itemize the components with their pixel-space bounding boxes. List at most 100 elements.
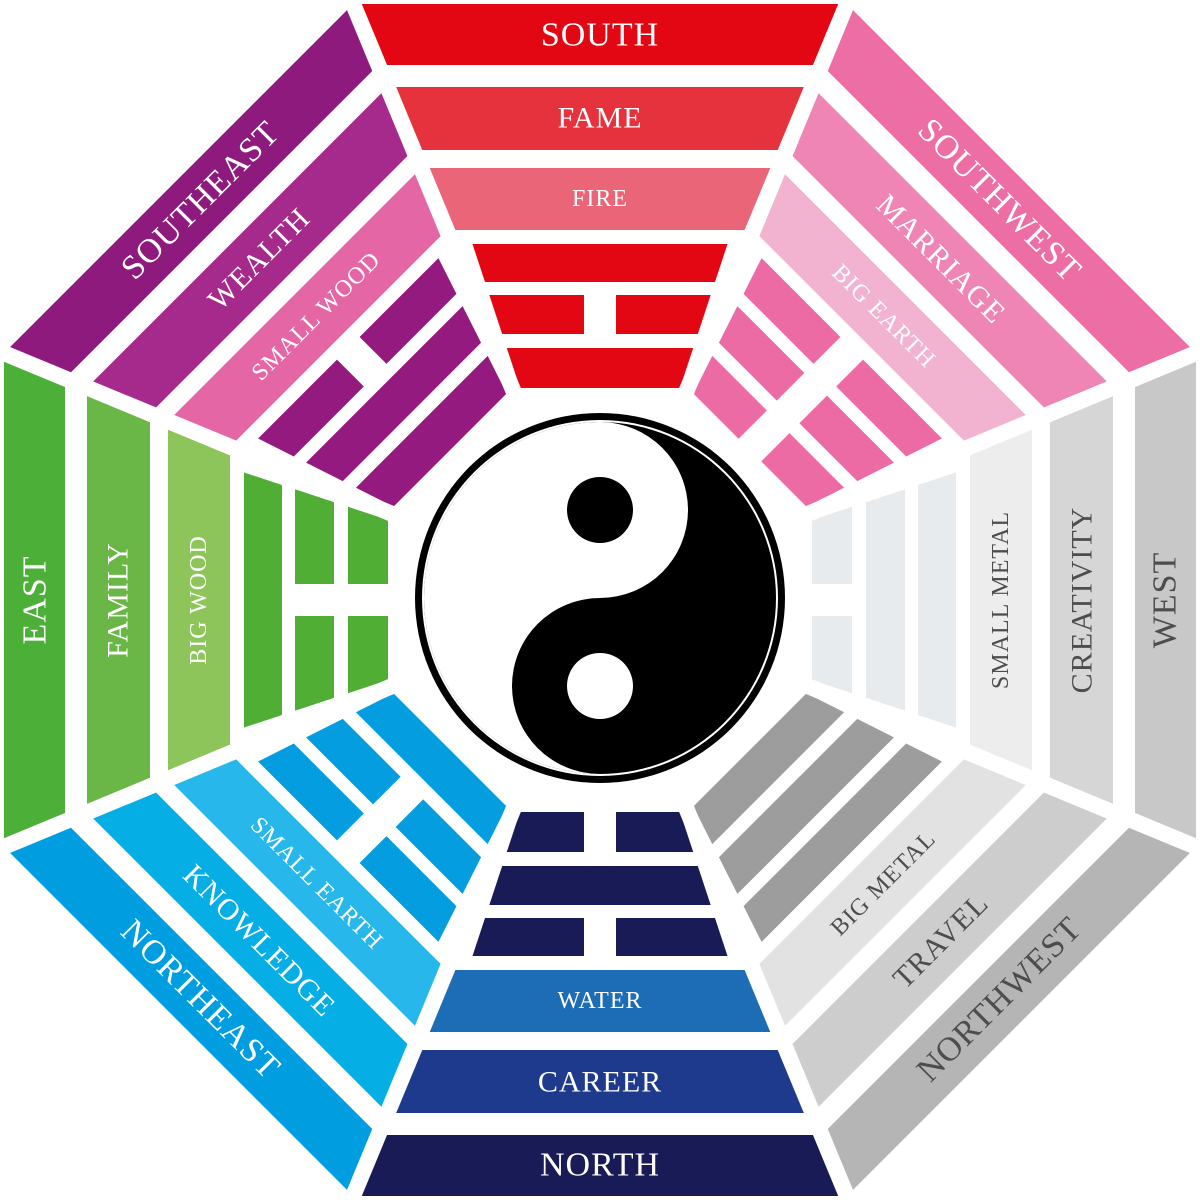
element-band-northeast xyxy=(168,753,447,1032)
yin-dot xyxy=(567,477,633,543)
trigram-line-broken-left xyxy=(743,258,841,364)
sector-divider xyxy=(342,772,535,1200)
element-band-south xyxy=(421,168,779,230)
trigram-line-broken-right xyxy=(799,395,894,482)
trigram-line-broken-right xyxy=(258,743,364,841)
trigram-line-solid xyxy=(718,718,894,894)
band-separator xyxy=(65,65,1135,1135)
trigram-line-broken-right xyxy=(506,812,584,852)
trigram-north xyxy=(472,812,728,956)
sector-divider xyxy=(665,772,858,1200)
trigram-line-broken-left xyxy=(718,306,805,401)
element-band-northwest xyxy=(753,753,1032,1032)
trigram-northeast xyxy=(258,693,507,942)
trigram-line-broken-left xyxy=(616,918,728,956)
trigram-line-solid xyxy=(355,693,507,845)
sector-divider xyxy=(772,342,1200,535)
sector-east xyxy=(4,353,230,847)
element-label-north: WATER xyxy=(558,988,643,1014)
trigram-line-solid xyxy=(506,348,694,388)
trigram-line-solid xyxy=(918,472,956,728)
aspect-band-southeast xyxy=(87,86,414,414)
trigram-line-broken-left xyxy=(395,799,482,894)
trigram-line-broken-left xyxy=(359,836,457,942)
sector-divider xyxy=(665,0,858,428)
trigram-northwest xyxy=(693,693,942,942)
sector-west xyxy=(970,353,1196,847)
trigrams-layer xyxy=(244,244,956,956)
direction-band-northeast xyxy=(4,821,379,1196)
element-label-south: FIRE xyxy=(572,186,628,212)
sector-northwest xyxy=(753,753,1196,1196)
bands-layer xyxy=(4,4,1196,1196)
direction-band-southwest xyxy=(821,4,1196,379)
trigram-west xyxy=(812,472,956,728)
element-band-southwest xyxy=(753,168,1032,447)
trigram-line-broken-right xyxy=(295,489,334,584)
element-band-north xyxy=(421,970,779,1032)
trigram-line-solid xyxy=(743,743,942,942)
direction-label-north: NORTH xyxy=(540,1147,660,1184)
trigram-line-broken-right xyxy=(761,433,845,507)
direction-band-northwest xyxy=(821,821,1196,1196)
aspect-label-east: FAMILY xyxy=(102,542,135,658)
trigram-line-solid xyxy=(489,866,711,905)
direction-label-south: SOUTH xyxy=(541,17,659,54)
trigram-line-broken-right xyxy=(472,918,584,956)
direction-band-southeast xyxy=(4,4,379,379)
trigram-line-solid xyxy=(866,489,905,711)
trigram-line-broken-left xyxy=(812,506,852,584)
direction-band-west xyxy=(1135,353,1196,847)
sector-southwest xyxy=(753,4,1196,447)
direction-band-south xyxy=(353,4,847,65)
trigram-line-broken-left xyxy=(348,616,388,694)
aspect-band-south xyxy=(387,87,813,150)
sector-divider xyxy=(0,665,428,858)
aspect-label-west: CREATIVITY xyxy=(1066,507,1099,694)
aspect-band-east xyxy=(87,387,150,813)
trigram-line-broken-right xyxy=(836,359,942,457)
trigram-line-solid xyxy=(472,244,728,282)
sector-southeast xyxy=(4,4,447,447)
trigram-line-broken-right xyxy=(812,616,852,694)
trigram-line-broken-left xyxy=(616,812,694,852)
sector-divider xyxy=(772,665,1200,858)
direction-band-north xyxy=(353,1135,847,1196)
trigram-line-broken-left xyxy=(693,355,767,439)
sector-south xyxy=(353,4,847,230)
aspect-band-southwest xyxy=(786,87,1114,414)
aspect-label-south: FAME xyxy=(557,102,642,135)
aspect-band-northwest xyxy=(786,786,1113,1114)
trigram-line-broken-right xyxy=(348,506,388,584)
trigram-line-broken-right xyxy=(359,258,457,364)
trigram-line-broken-right xyxy=(306,718,401,805)
sector-divider xyxy=(0,342,428,535)
element-label-east: BIG WOOD xyxy=(186,535,212,665)
element-label-west: SMALL METAL xyxy=(988,511,1014,689)
trigram-south xyxy=(472,244,728,388)
direction-label-east: EAST xyxy=(17,556,54,645)
trigram-east xyxy=(244,472,388,728)
trigram-line-broken-left xyxy=(295,616,334,711)
element-band-east xyxy=(168,421,230,779)
element-band-west xyxy=(970,421,1032,779)
yin-yang-symbol xyxy=(415,413,785,783)
trigram-line-broken-left xyxy=(489,295,584,334)
trigram-line-solid xyxy=(244,472,282,728)
sector-northeast xyxy=(4,753,447,1196)
trigram-southeast xyxy=(258,258,507,507)
trigram-line-solid xyxy=(355,355,507,507)
sector-north xyxy=(353,970,847,1196)
trigram-line-broken-right xyxy=(616,295,711,334)
trigram-southwest xyxy=(693,258,942,507)
element-band-southeast xyxy=(168,168,447,447)
direction-band-east xyxy=(4,353,65,847)
trigram-line-broken-left xyxy=(258,359,364,457)
trigram-line-solid xyxy=(306,306,482,482)
band-separator xyxy=(150,150,1050,1050)
sector-divider xyxy=(342,0,535,428)
yang-dot xyxy=(567,653,633,719)
aspect-band-northeast xyxy=(86,786,414,1113)
